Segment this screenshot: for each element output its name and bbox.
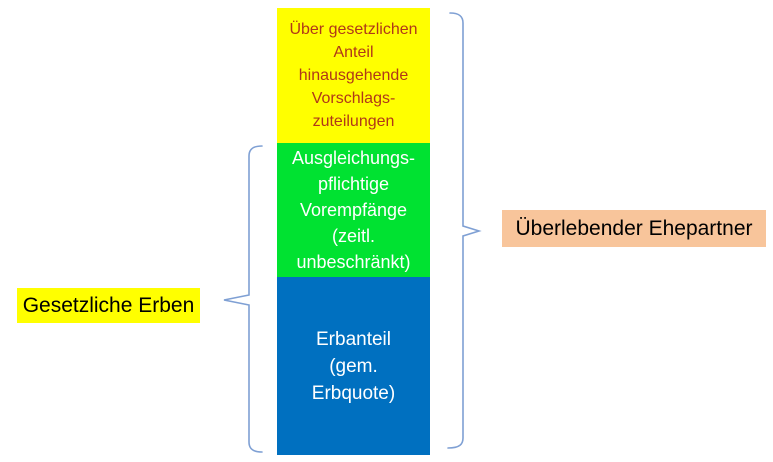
segment-text-line: Vorempfänge xyxy=(299,200,408,220)
segment-text-line: (gem. xyxy=(329,355,378,377)
segment-erbanteil: Erbanteil (gem. Erbquote) xyxy=(277,277,430,455)
segment-text-line: Erbanteil xyxy=(316,328,391,350)
segment-text-line: zuteilungen xyxy=(312,113,395,130)
segment-text-line: Über gesetzlichen xyxy=(289,21,418,38)
segment-vorschlagszuteilungen: Über gesetzlichen Anteil hinausgehende V… xyxy=(277,8,430,143)
segment-text-line: Ausgleichungs- xyxy=(291,148,416,168)
segment-text-line: hinausgehende xyxy=(298,67,409,84)
left-brace-icon xyxy=(223,145,263,453)
stacked-column: Über gesetzlichen Anteil hinausgehende V… xyxy=(277,8,430,455)
segment-vorempfaenge: Ausgleichungs- pflichtige Vorempfänge (z… xyxy=(277,143,430,277)
label-gesetzliche-erben: Gesetzliche Erben xyxy=(17,288,200,323)
right-brace-icon xyxy=(447,12,482,449)
segment-text-line: pflichtige xyxy=(317,174,390,194)
label-ueberlebender-ehepartner: Überlebender Ehepartner xyxy=(502,210,766,247)
segment-text-line: Vorschlags- xyxy=(311,90,396,107)
segment-text-line: Anteil xyxy=(333,44,374,61)
segment-text-line: unbeschränkt) xyxy=(296,252,411,272)
segment-text-line: (zeitl. xyxy=(331,226,375,246)
segment-text-line: Erbquote) xyxy=(311,382,396,404)
